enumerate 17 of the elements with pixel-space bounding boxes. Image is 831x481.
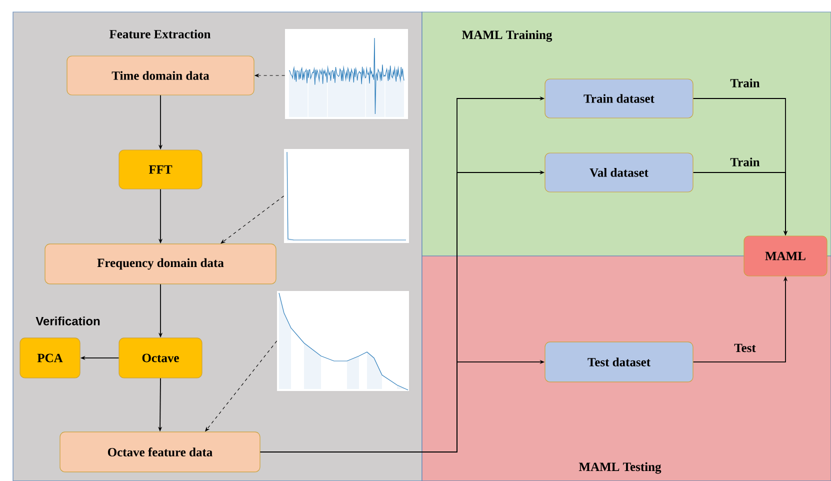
process-box: PCA <box>20 338 80 378</box>
picture <box>277 290 409 391</box>
edge-label: Train <box>730 78 760 88</box>
process-box: Frequency domain data <box>44 244 276 284</box>
process-box: FFT <box>118 150 202 190</box>
process-box: Val dataset <box>544 152 694 192</box>
edge-label: Test <box>734 344 756 352</box>
picture <box>284 149 409 243</box>
process-box: Octave feature data <box>60 432 260 472</box>
picture <box>285 29 408 119</box>
process-box: Test dataset <box>544 342 694 382</box>
heading-text: Verification <box>36 316 100 326</box>
process-box: Octave <box>118 338 202 378</box>
process-box: Time domain data <box>66 56 254 96</box>
process-box: Train dataset <box>544 78 694 118</box>
edge-label: Train <box>730 158 760 166</box>
maml-box: MAML <box>744 236 828 276</box>
